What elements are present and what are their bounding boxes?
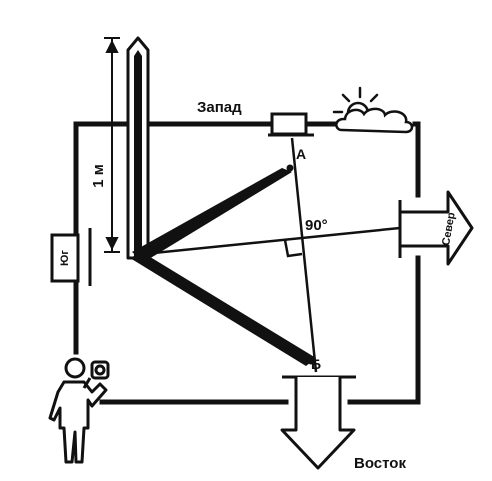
person-with-camera-icon bbox=[48, 357, 110, 464]
point-a-dot bbox=[286, 164, 294, 172]
shadows bbox=[130, 168, 316, 366]
construction-lines bbox=[133, 137, 401, 373]
right-angle-mark bbox=[283, 239, 303, 258]
west-label: Запад bbox=[197, 99, 242, 116]
meridian-line bbox=[133, 226, 401, 257]
line-ab bbox=[290, 137, 318, 373]
east-label: Восток bbox=[354, 455, 406, 472]
shadow-to-a bbox=[132, 168, 292, 262]
west-marker bbox=[268, 112, 314, 137]
south-marker: Юг bbox=[50, 228, 92, 286]
frame bbox=[73, 121, 421, 405]
stick bbox=[126, 36, 150, 260]
point-b-dot bbox=[307, 357, 315, 365]
height-measure bbox=[104, 37, 120, 253]
point-b-label: Б bbox=[311, 356, 321, 372]
north-arrow: Север bbox=[398, 190, 474, 266]
sun-behind-cloud-icon bbox=[332, 86, 414, 134]
point-a-label: А bbox=[296, 146, 306, 162]
north-label: Север bbox=[440, 211, 458, 246]
shadow-to-b bbox=[130, 252, 316, 366]
angle-label: 90° bbox=[305, 217, 328, 234]
east-arrow bbox=[280, 375, 356, 470]
south-label: Юг bbox=[59, 250, 71, 266]
height-label: 1 м bbox=[90, 164, 107, 188]
